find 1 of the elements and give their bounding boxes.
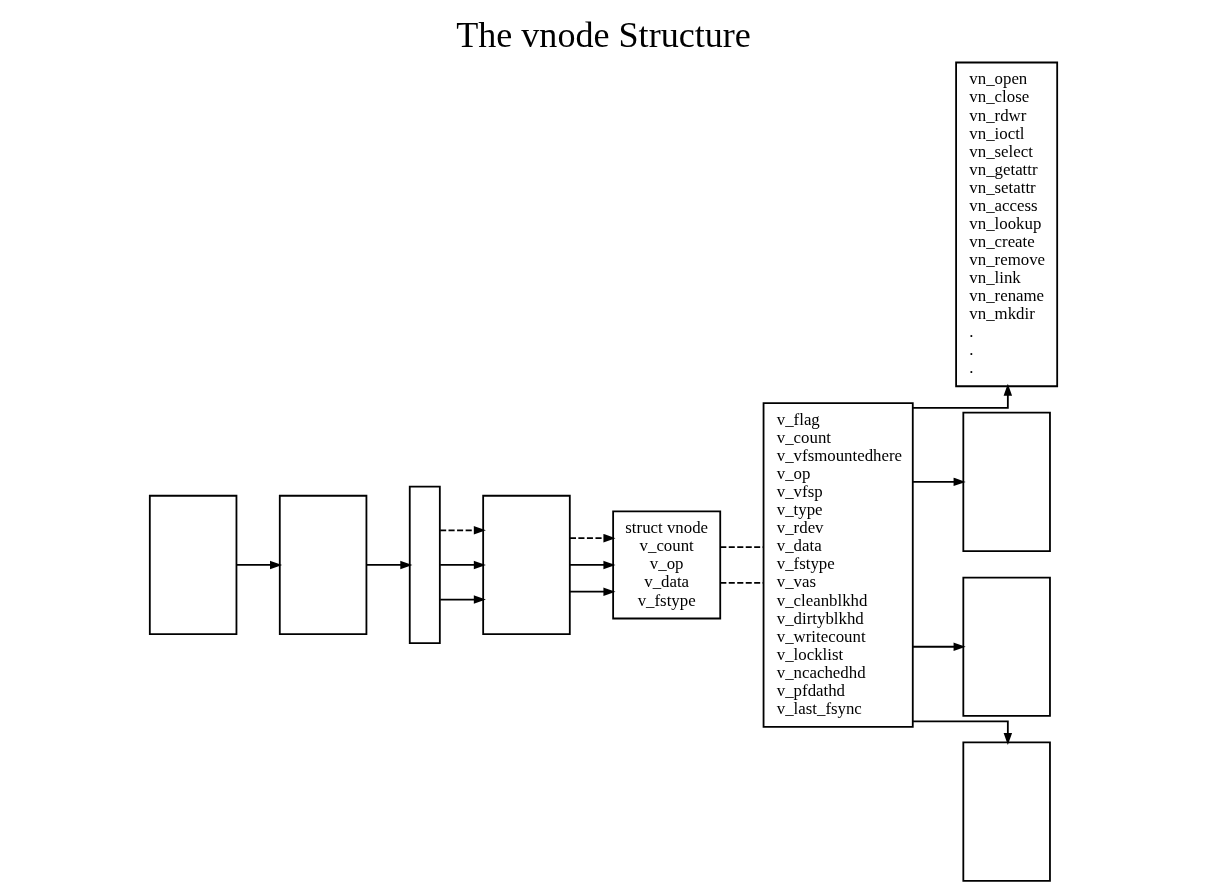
diagram-title: The vnode Structure: [456, 14, 751, 55]
